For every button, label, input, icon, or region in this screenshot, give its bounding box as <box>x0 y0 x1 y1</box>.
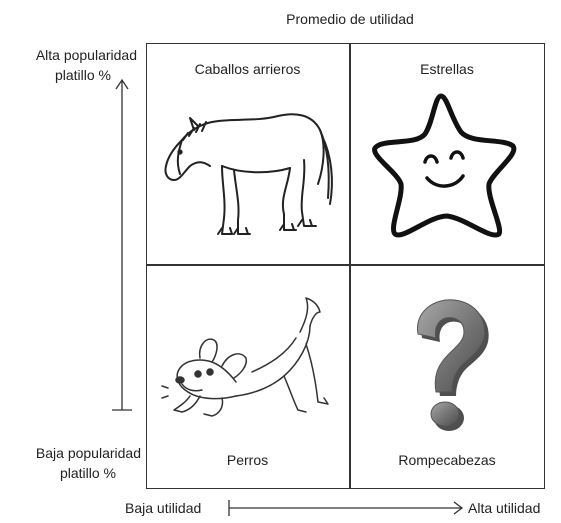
quadrant-label-rompecabezas: Rompecabezas <box>398 452 496 468</box>
horse-icon <box>164 113 333 235</box>
y-axis-top-label-line2: platillo % <box>54 67 111 83</box>
quadrant-label-caballos-arrieros: Caballos arrieros <box>194 61 301 77</box>
dog-icon <box>161 297 329 417</box>
matrix-title: Promedio de utilidad <box>286 11 414 27</box>
matrix-vertical-divider <box>349 43 351 489</box>
quadrant-label-perros: Perros <box>226 452 269 468</box>
y-axis-bottom-label-line2: platillo % <box>59 465 116 481</box>
x-axis-right-label: Alta utilidad <box>468 500 541 516</box>
y-axis-arrow <box>112 78 132 411</box>
x-axis-arrow <box>228 500 464 516</box>
star-face-icon <box>372 93 517 238</box>
matrix-grid <box>146 43 545 489</box>
y-axis-top-label-line1: Alta popularidad <box>35 47 137 63</box>
matrix-horizontal-divider <box>146 264 545 266</box>
question-mark-icon <box>417 299 489 431</box>
y-axis-bottom-label-line1: Baja popularidad <box>35 445 141 461</box>
x-axis-left-label: Baja utilidad <box>125 500 202 516</box>
quadrant-label-estrellas: Estrellas <box>420 61 474 77</box>
